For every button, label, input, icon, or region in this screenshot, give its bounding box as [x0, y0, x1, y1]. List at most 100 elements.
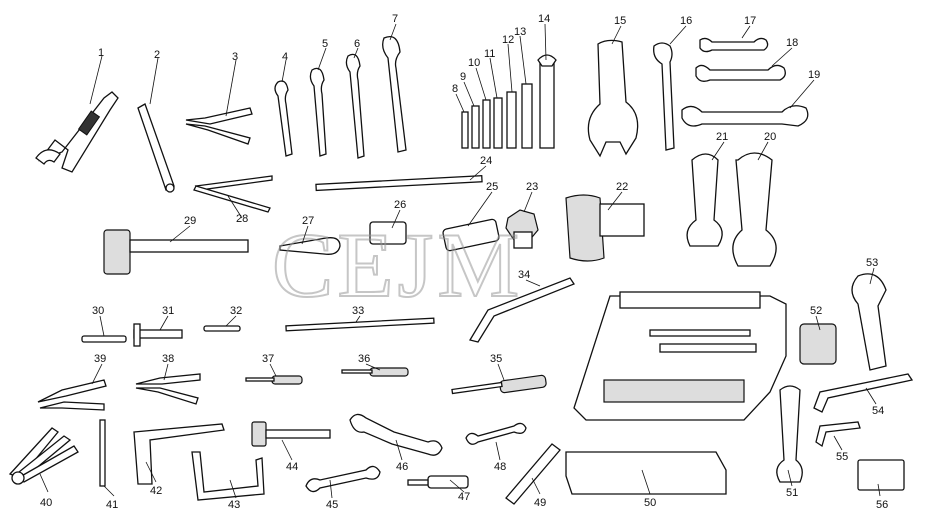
- callout-26: 26: [394, 199, 406, 211]
- callout-14: 14: [538, 13, 550, 25]
- callout-4: 4: [282, 51, 288, 63]
- tool-17-19-double-end-wrenches: [681, 37, 809, 127]
- tool-46-cranked-wrench: [349, 413, 443, 456]
- callout-42: 42: [150, 485, 162, 497]
- callout-7: 7: [392, 13, 398, 25]
- callout-15: 15: [614, 15, 626, 27]
- tool-52-socket: [799, 323, 837, 365]
- callout-22: 22: [616, 181, 628, 193]
- callout-18: 18: [786, 37, 798, 49]
- callout-32: 32: [230, 305, 242, 317]
- callout-38: 38: [162, 353, 174, 365]
- tool-24-bar: [315, 175, 483, 192]
- tool-45-ring-spanner: [305, 465, 381, 493]
- callout-51: 51: [786, 487, 798, 499]
- tool-8-14-open-end-wrenches: [461, 54, 557, 149]
- tool-23-socket: [505, 209, 539, 249]
- tool-53-hook-spanner: [851, 273, 887, 371]
- callout-8: 8: [452, 83, 458, 95]
- tool-22-sleeve: [565, 194, 645, 262]
- callout-1: 1: [98, 47, 104, 59]
- tool-31-t-handle: [133, 323, 183, 347]
- tool-51-wrench: [776, 385, 803, 483]
- callout-29: 29: [184, 215, 196, 227]
- callout-55: 55: [836, 451, 848, 463]
- callout-19: 19: [808, 69, 820, 81]
- callout-45: 45: [326, 499, 338, 511]
- tool-37-screwdriver: [245, 375, 303, 385]
- callout-16: 16: [680, 15, 692, 27]
- leader-lines: [39, 23, 881, 499]
- watermark: CEJM: [272, 214, 523, 316]
- tool-33-bar: [285, 317, 435, 332]
- tool-35-screwdriver: [451, 374, 547, 395]
- callout-56: 56: [876, 499, 888, 511]
- callout-40: 40: [40, 497, 52, 509]
- tool-3-circlip-pliers: [185, 107, 253, 145]
- callout-12: 12: [502, 34, 514, 46]
- tool-47-drift: [407, 475, 469, 489]
- tool-27-cotter: [279, 237, 341, 255]
- tool-42-angle-bar: [133, 423, 225, 485]
- callout-5: 5: [322, 38, 328, 50]
- callout-50: 50: [644, 497, 656, 509]
- tool-29-hammer: [103, 229, 249, 275]
- tool-38-pliers: [135, 373, 201, 405]
- tool-36-screwdriver: [341, 367, 409, 377]
- callout-34: 34: [518, 269, 530, 281]
- tool-39-pliers: [37, 379, 107, 411]
- callout-6: 6: [354, 38, 360, 50]
- callout-numbers: 1 2 3 4 5 6 7 8 9 10 11 12 13 14 15 16 1…: [40, 13, 888, 511]
- callout-2: 2: [154, 49, 160, 61]
- callout-46: 46: [396, 461, 408, 473]
- tool-56-plate: [857, 459, 905, 491]
- callout-17: 17: [744, 15, 756, 27]
- callout-49: 49: [534, 497, 546, 509]
- tool-41-rod: [99, 419, 106, 487]
- tool-20-21-large-wrenches: [686, 152, 777, 267]
- callout-36: 36: [358, 353, 370, 365]
- tools-illustration: [8, 35, 914, 505]
- tool-50-case: [565, 291, 787, 495]
- callout-28: 28: [236, 213, 248, 225]
- callout-39: 39: [94, 353, 106, 365]
- tool-1-offset-wrench: [35, 91, 119, 173]
- tool-54-l-key: [813, 373, 914, 413]
- callout-33: 33: [352, 305, 364, 317]
- callout-20: 20: [764, 131, 776, 143]
- tool-2-drift: [137, 103, 175, 193]
- tool-26-socket: [369, 221, 407, 245]
- callout-13: 13: [514, 26, 526, 38]
- tool-16-long-wrench: [653, 42, 675, 151]
- callout-44: 44: [286, 461, 298, 473]
- callout-48: 48: [494, 461, 506, 473]
- callout-23: 23: [526, 181, 538, 193]
- tool-48-offset-ring: [465, 422, 527, 445]
- tool-25-box-spanner: [442, 218, 500, 252]
- callout-54: 54: [872, 405, 884, 417]
- callout-52: 52: [810, 305, 822, 317]
- callout-10: 10: [468, 57, 480, 69]
- callout-11: 11: [484, 48, 495, 60]
- callout-30: 30: [92, 305, 104, 317]
- callout-35: 35: [490, 353, 502, 365]
- tool-30-punch: [81, 335, 127, 343]
- tool-32-punch: [203, 325, 241, 332]
- callout-3: 3: [232, 51, 238, 63]
- tool-43-l-key: [191, 451, 265, 501]
- tool-49-socket-wrench: [505, 443, 561, 505]
- tool-40-feeler-gauge: [8, 427, 79, 485]
- callout-25: 25: [486, 181, 498, 193]
- callout-21: 21: [716, 131, 728, 143]
- tool-55-l-key: [815, 421, 861, 448]
- callout-24: 24: [480, 155, 492, 167]
- tool-44-hammer: [251, 421, 331, 447]
- callout-47: 47: [458, 491, 470, 503]
- tool-15-large-wrench: [587, 39, 639, 158]
- callout-37: 37: [262, 353, 274, 365]
- callout-27: 27: [302, 215, 314, 227]
- tool-28-pin-spanner: [193, 175, 273, 213]
- callout-9: 9: [460, 71, 466, 83]
- callout-41: 41: [106, 499, 118, 511]
